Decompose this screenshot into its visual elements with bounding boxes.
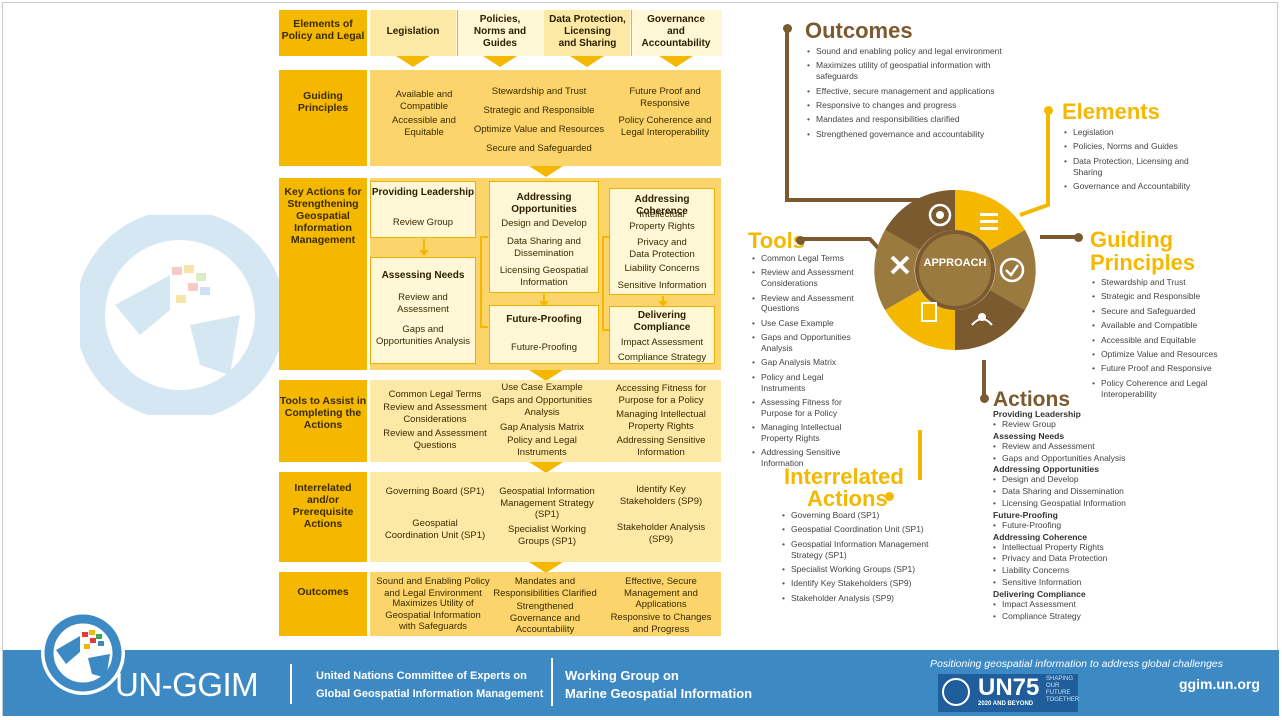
interrelated-list: Governing Board (SP1) Geospatial Coordin… [782,510,957,607]
un-emblem-icon [942,678,970,706]
outcomes-row: Outcomes Sound and Enabling Policy and L… [279,572,721,636]
tools-row: Tools to Assist in Completing the Action… [279,380,721,462]
tools-heading: Tools [748,228,806,253]
addressing-opportunities-box: Addressing Opportunities Design and Deve… [489,181,599,293]
addressing-coherence-box: Addressing Coherence Intellectual Proper… [609,188,715,295]
future-proofing-box: Future-Proofing Future-Proofing [489,305,599,364]
outcomes-list: Sound and enabling policy and legal envi… [807,46,1017,143]
key-actions-row: Key Actions for Strengthening Geospatial… [279,178,721,370]
row-label: Key Actions for Strengthening Geospatial… [279,178,367,370]
org-name: UN-GGIM [115,666,259,703]
website-link[interactable]: ggim.un.org [1179,676,1260,692]
row-label: Elements of Policy and Legal [279,10,367,56]
un75-logo: UN75 2020 AND BEYOND SHAPING OUR FUTURE … [938,674,1079,712]
elements-heading: Elements [1062,99,1160,124]
un-ggim-watermark-logo [80,215,280,415]
row-label: Guiding Principles [279,70,367,166]
assessing-needs-box: Assessing Needs Review and Assessment Ga… [370,257,476,364]
footer-bar: UN-GGIM United Nations Committee of Expe… [3,650,1279,716]
guiding-principles-row: Guiding Principles Available and Compati… [279,70,721,166]
tagline: Positioning geospatial information to ad… [930,658,1224,670]
approach-label: APPROACH [923,257,987,269]
element-governance: Governance and Accountability [641,14,711,49]
interrelated-row: Interrelated and/or Prerequisite Actions… [279,472,721,562]
actions-list: Providing Leadership Review Group Assess… [993,409,1173,622]
policy-legal-table: Elements of Policy and Legal Legislation… [279,10,722,636]
guiding-heading-2: Principles [1090,250,1196,275]
guiding-heading-1: Guiding [1090,227,1174,252]
interrelated-heading-1: Interrelated [784,464,904,489]
row-label: Interrelated and/or Prerequisite Actions [279,472,367,562]
row-label: Tools to Assist in Completing the Action… [279,380,367,462]
guiding-list: Stewardship and Trust Strategic and Resp… [1092,277,1262,403]
actions-heading: Actions [993,388,1071,411]
element-data-protection: Data Protection, Licensing and Sharing [549,14,626,49]
elements-list: Legislation Policies, Norms and Guides D… [1064,127,1214,195]
row-label: Outcomes [279,572,367,636]
outcomes-heading: Outcomes [805,18,913,43]
approach-wheel [874,189,1036,351]
interrelated-heading-2: Actions [807,486,888,511]
providing-leadership-box: Providing Leadership Review Group [370,181,476,238]
elements-row: Elements of Policy and Legal Legislation… [279,10,722,56]
element-policies: Policies, Norms and Guides [473,14,527,49]
un-ggim-logo [41,611,125,695]
delivering-compliance-box: Delivering Compliance Impact Assessment … [609,306,715,364]
element-legislation: Legislation [386,26,440,37]
tools-list: Common Legal Terms Review and Assessment… [752,253,862,472]
